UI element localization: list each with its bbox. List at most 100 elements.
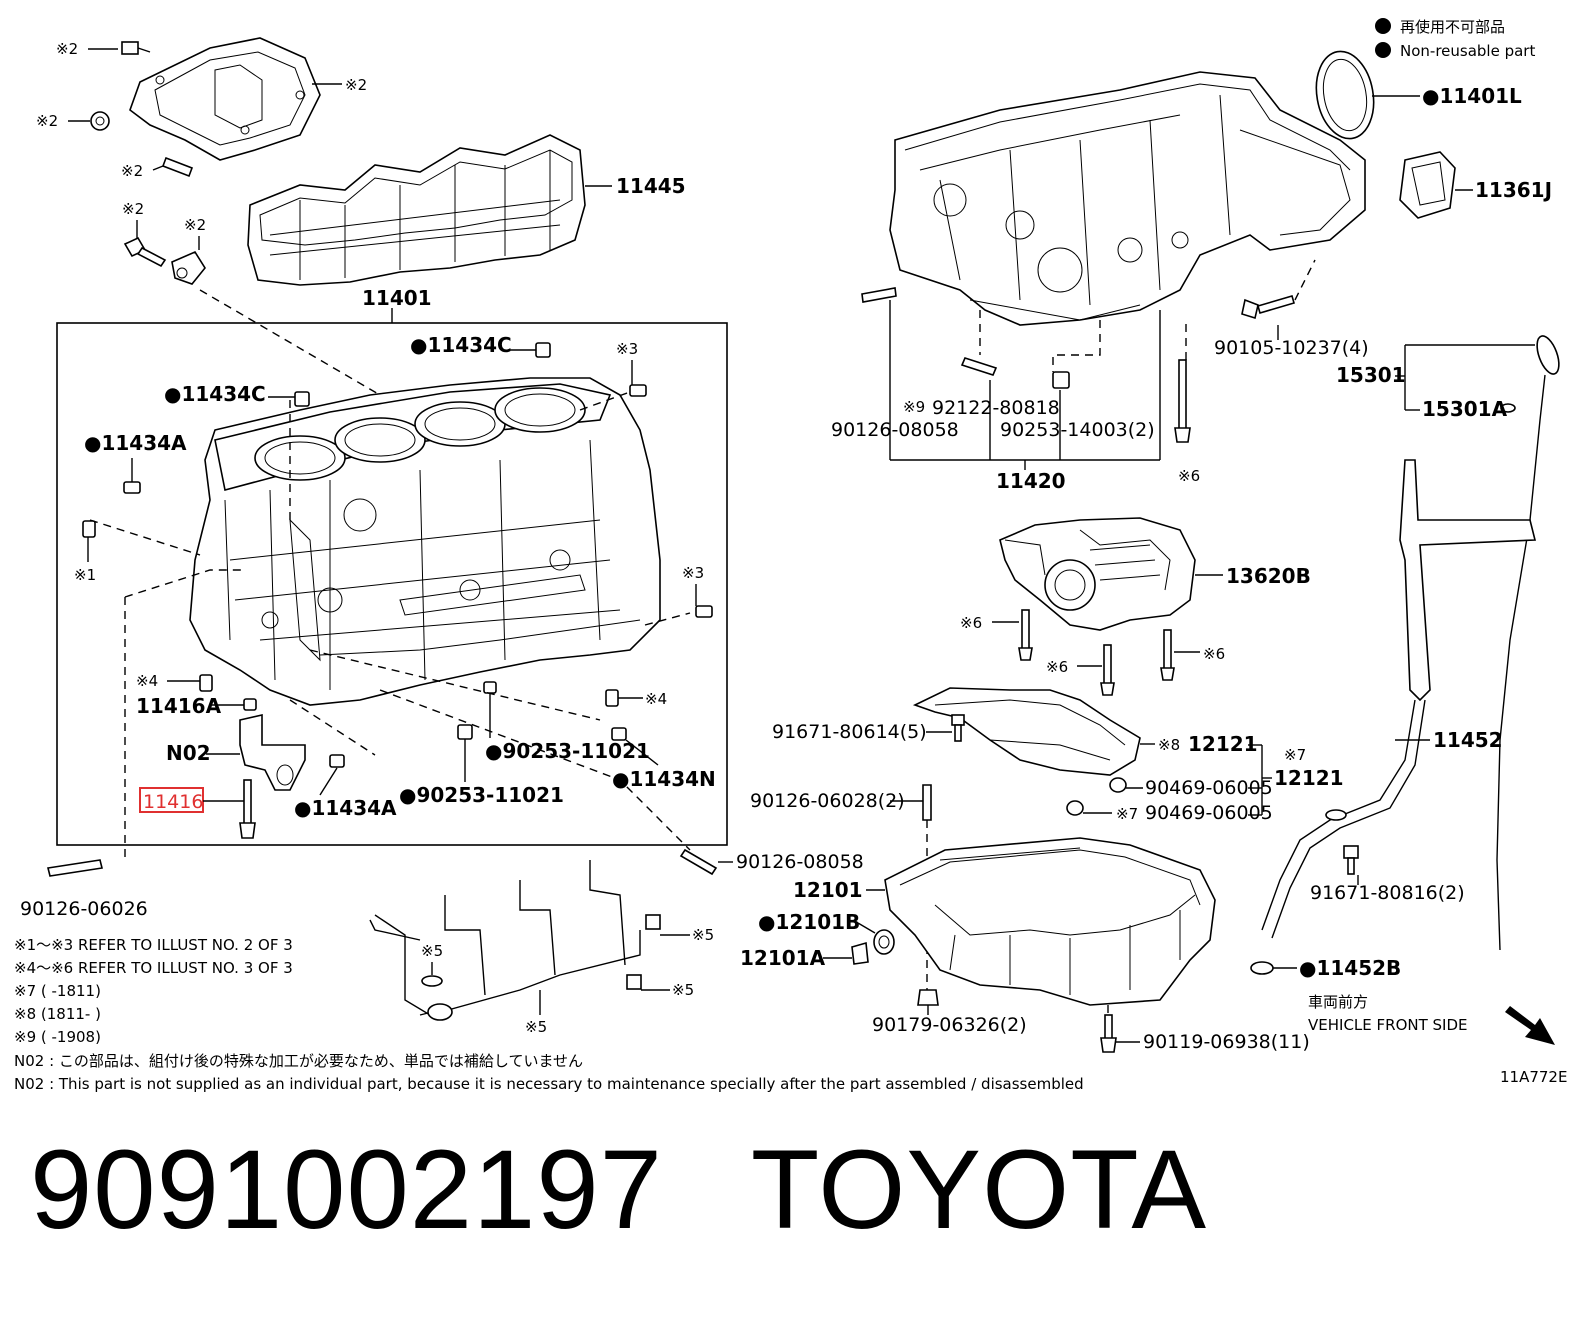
cylinder-block-part: [189, 377, 661, 706]
lower-crankcase-part: [889, 71, 1366, 326]
label-12101[interactable]: 12101: [793, 878, 863, 902]
dipstick-part: [1496, 335, 1560, 951]
label-90126-06026[interactable]: 90126-06026: [20, 898, 148, 920]
bolt-and-sensor: [123, 236, 206, 285]
reference-mark: ※4: [645, 690, 667, 708]
label-11401[interactable]: 11401: [362, 286, 432, 310]
vehicle-front-jp: 車両前方: [1308, 993, 1368, 1011]
label-91671-80816[interactable]: 91671-80816(2): [1310, 882, 1465, 904]
reference-mark: ※2: [122, 200, 144, 218]
reference-mark: ※7: [1116, 805, 1138, 823]
part-title: 9091002197 TOYOTA: [30, 1125, 1295, 1254]
label-90119-06938[interactable]: 90119-06938(11): [1143, 1031, 1310, 1053]
o-ring-11452B: [1250, 961, 1274, 975]
label-11401L[interactable]: ●11401L: [1422, 84, 1522, 108]
oil-pump-part: [999, 517, 1196, 631]
label-90126-08058-bottom[interactable]: 90126-08058: [736, 851, 864, 873]
reference-mark: ※8: [1158, 736, 1180, 754]
reference-mark: ※5: [672, 981, 694, 999]
legend: 再使用不可部品 Non-reusable part: [1375, 18, 1535, 60]
cover-plate-part: [90, 37, 321, 178]
n02-bearing-cap: [239, 713, 306, 791]
label-11420[interactable]: 11420: [996, 469, 1066, 493]
reference-mark: ※9: [903, 398, 925, 416]
bolt-11416: [239, 779, 256, 839]
illust-code: 11A772E: [1500, 1068, 1567, 1086]
label-90253-14003[interactable]: 90253-14003(2): [1000, 419, 1155, 441]
label-90253-11021-a[interactable]: ●90253-11021: [485, 739, 650, 763]
label-12121-a[interactable]: 12121: [1188, 732, 1258, 756]
note-1: ※1～※3 REFER TO ILLUST NO. 2 OF 3: [14, 936, 293, 954]
part-number: 9091002197: [30, 1127, 663, 1252]
label-11434N[interactable]: ●11434N: [612, 767, 716, 791]
reference-mark: ※7: [1284, 746, 1306, 764]
label-15301A[interactable]: 15301A: [1422, 397, 1508, 421]
notes: ※1～※3 REFER TO ILLUST NO. 2 OF 3 ※4～※6 R…: [14, 936, 1084, 1093]
label-N02[interactable]: N02: [166, 741, 211, 765]
stud-90126-08058-top: [861, 287, 897, 303]
note-3: ※7 ( -1811): [14, 982, 101, 1000]
note-5: ※9 ( -1908): [14, 1028, 101, 1046]
note-2: ※4～※6 REFER TO ILLUST NO. 3 OF 3: [14, 959, 293, 977]
reference-mark: ※2: [36, 112, 58, 130]
bolt-long-x6: [1174, 359, 1191, 443]
label-11434C-top[interactable]: ●11434C: [410, 333, 512, 357]
oil-pan-part: [884, 837, 1216, 1006]
reference-mark: ※3: [616, 340, 638, 358]
12121-bracket: [1248, 744, 1272, 816]
label-11434A-left[interactable]: ●11434A: [84, 431, 187, 455]
legend-nonreusable-en: Non-reusable part: [1400, 42, 1535, 60]
brand-name: TOYOTA: [750, 1127, 1208, 1252]
reference-mark: ※2: [121, 162, 143, 180]
label-90126-06028[interactable]: 90126-06028(2): [750, 790, 905, 812]
label-11434C-left[interactable]: ●11434C: [164, 382, 266, 406]
reference-mark: ※6: [1046, 658, 1068, 676]
label-11416[interactable]: 11416: [143, 791, 203, 813]
oil-jet-tubes: [369, 860, 661, 1021]
oil-seal-part: [1315, 50, 1375, 140]
dowel-90253-14003: [1052, 371, 1070, 389]
label-13620B[interactable]: 13620B: [1226, 564, 1311, 588]
bolt-90119-06938: [1100, 1014, 1117, 1053]
bolt-90105-10237: [1241, 295, 1295, 320]
label-90469-06005-a[interactable]: 90469-06005: [1145, 777, 1273, 799]
label-90179-06326[interactable]: 90179-06326(2): [872, 1014, 1027, 1036]
vehicle-front-arrow-icon: [1505, 1006, 1555, 1045]
note-4: ※8 (1811- ): [14, 1005, 101, 1023]
bolt-91671-80614: [951, 714, 965, 742]
label-91671-80614[interactable]: 91671-80614(5): [772, 721, 927, 743]
label-11361J[interactable]: 11361J: [1475, 178, 1552, 202]
reference-mark: ※5: [692, 926, 714, 944]
oil-baffle-part: [912, 687, 1141, 776]
11420-bracket: [889, 300, 1161, 470]
stud-90126-06026: [47, 859, 103, 877]
label-12121-b[interactable]: 12121: [1274, 766, 1344, 790]
label-92122-80818[interactable]: 92122-80818: [932, 397, 1060, 419]
stud-90126-08058-bottom: [679, 848, 718, 876]
x5-marks: ※5 ※5 ※5 ※5: [421, 926, 714, 1036]
label-12101A[interactable]: 12101A: [740, 946, 826, 970]
cover-plug-part: [1399, 151, 1456, 219]
label-11452B[interactable]: ●11452B: [1299, 956, 1401, 980]
label-11445[interactable]: 11445: [616, 174, 686, 198]
label-90469-06005-b[interactable]: 90469-06005: [1145, 802, 1273, 824]
vehicle-front-en: VEHICLE FRONT SIDE: [1308, 1016, 1468, 1034]
reference-mark: ※4: [136, 672, 158, 690]
label-12101B[interactable]: ●12101B: [758, 910, 860, 934]
reference-mark: ※6: [1203, 645, 1225, 663]
label-11416A[interactable]: 11416A: [136, 694, 222, 718]
label-90105-10237[interactable]: 90105-10237(4): [1214, 337, 1369, 359]
label-90126-08058-top[interactable]: 90126-08058: [831, 419, 959, 441]
note-7: N02 : This part is not supplied as an in…: [14, 1075, 1084, 1093]
legend-nonreusable-jp: 再使用不可部品: [1400, 18, 1505, 36]
label-11434A-bottom[interactable]: ●11434A: [294, 796, 397, 820]
reference-mark: ※6: [1178, 467, 1200, 485]
bolt-90179-06326: [917, 989, 939, 1006]
highlight-11416: [139, 787, 204, 813]
label-90253-11021-b[interactable]: ●90253-11021: [399, 783, 564, 807]
label-15301[interactable]: 15301: [1336, 363, 1406, 387]
reference-mark: ※2: [345, 76, 367, 94]
drain-plug-and-gasket: [851, 929, 895, 965]
label-11452[interactable]: 11452: [1433, 728, 1503, 752]
water-jacket-spacer-part: [247, 134, 586, 286]
